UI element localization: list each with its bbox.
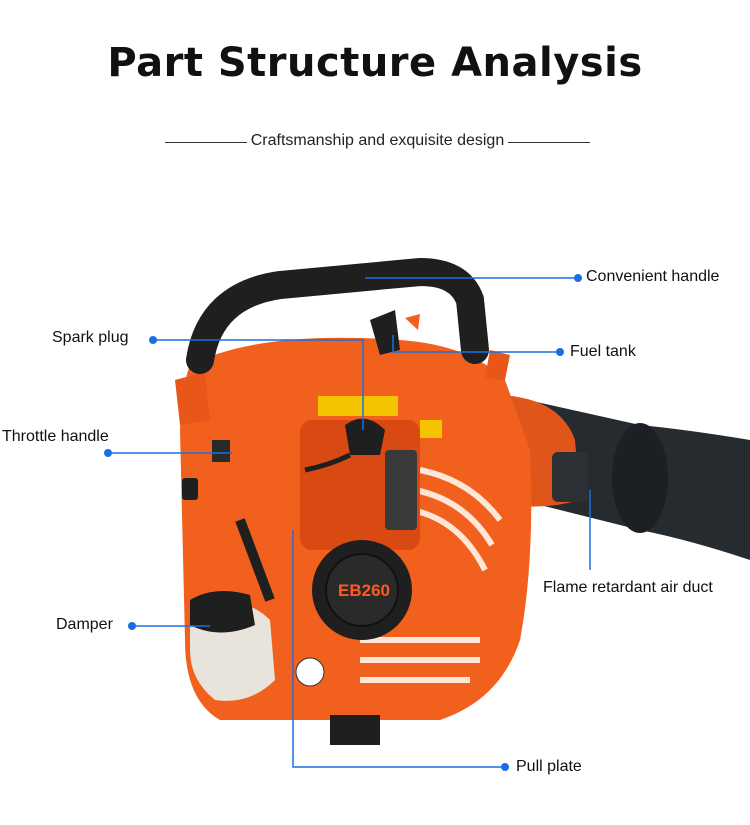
label-pull-plate: Pull plate xyxy=(516,758,582,775)
label-fuel-tank: Fuel tank xyxy=(570,343,636,360)
label-throttle-handle: Throttle handle xyxy=(2,428,109,445)
label-convenient-handle: Convenient handle xyxy=(586,268,720,285)
model-label: EB260 xyxy=(338,581,390,600)
page-subtitle: Craftsmanship and exquisite design xyxy=(246,132,509,149)
callout-dots xyxy=(104,274,582,771)
page-title: Part Structure Analysis xyxy=(107,40,643,86)
label-damper: Damper xyxy=(56,616,113,633)
subtitle-divider: Craftsmanship and exquisite design xyxy=(165,132,590,152)
label-spark-plug: Spark plug xyxy=(52,329,129,346)
label-flame-retardant-air-duct: Flame retardant air duct xyxy=(543,579,713,596)
callout-lines xyxy=(108,277,591,768)
fuel-tank-damper xyxy=(190,518,275,701)
air-duct xyxy=(500,395,750,560)
